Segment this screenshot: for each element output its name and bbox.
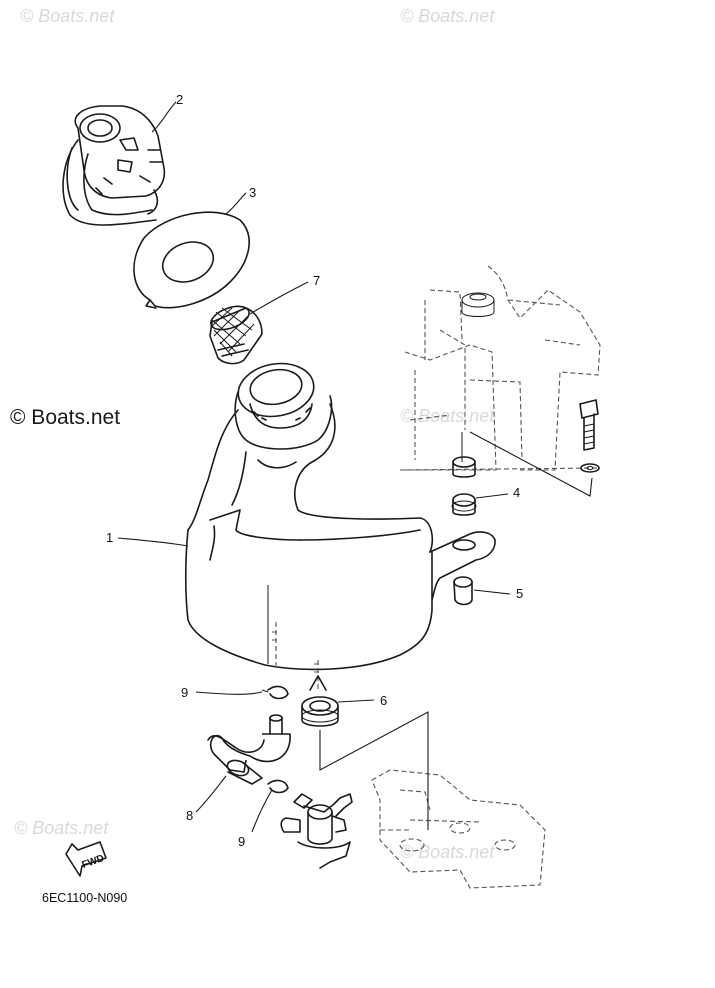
bracket-upper-dashed <box>399 265 601 471</box>
part-collar-5 <box>453 576 473 606</box>
part-strainer <box>209 305 263 365</box>
watermark-bottom-left: © Boats.net <box>14 818 109 838</box>
watermark-left: © Boats.net <box>10 406 120 429</box>
part-joint-fitting <box>280 793 353 869</box>
part-clip-upper <box>261 685 289 700</box>
watermark-bottom-right: © Boats.net <box>400 842 495 862</box>
callout-8: 8 <box>186 808 193 823</box>
part-grommet-6 <box>301 675 339 727</box>
diagram-code: 6EC1100-N090 <box>42 891 127 905</box>
callout-3: 3 <box>249 185 256 200</box>
callout-1: 1 <box>106 530 113 545</box>
callout-4: 4 <box>513 485 520 500</box>
callout-5: 5 <box>516 586 523 601</box>
callout-2: 2 <box>176 92 183 107</box>
callout-9-lower: 9 <box>238 834 245 849</box>
fwd-arrow-icon: FWD <box>65 841 107 877</box>
callout-9-upper: 9 <box>181 685 188 700</box>
part-oil-tank <box>184 362 496 671</box>
part-grommet-4 <box>451 456 477 516</box>
callout-leaders <box>117 101 511 833</box>
bracket-cap-detail <box>461 292 495 317</box>
lower-bracket-dashed <box>371 769 546 889</box>
watermark-center-right: © Boats.net <box>400 406 495 426</box>
part-hose <box>207 714 291 785</box>
part-bolt <box>579 399 600 473</box>
callout-7: 7 <box>313 273 320 288</box>
callout-6: 6 <box>380 693 387 708</box>
assembly-line-bolt <box>469 431 593 497</box>
drain-indicators <box>272 622 322 690</box>
part-clip-lower <box>267 779 289 794</box>
part-gasket <box>133 211 250 309</box>
watermark-top-center: © Boats.net <box>400 6 495 26</box>
assembly-line-grommet-6 <box>319 711 429 830</box>
watermark-top-left: © Boats.net <box>20 6 115 26</box>
part-oil-tank-cap <box>62 105 166 226</box>
